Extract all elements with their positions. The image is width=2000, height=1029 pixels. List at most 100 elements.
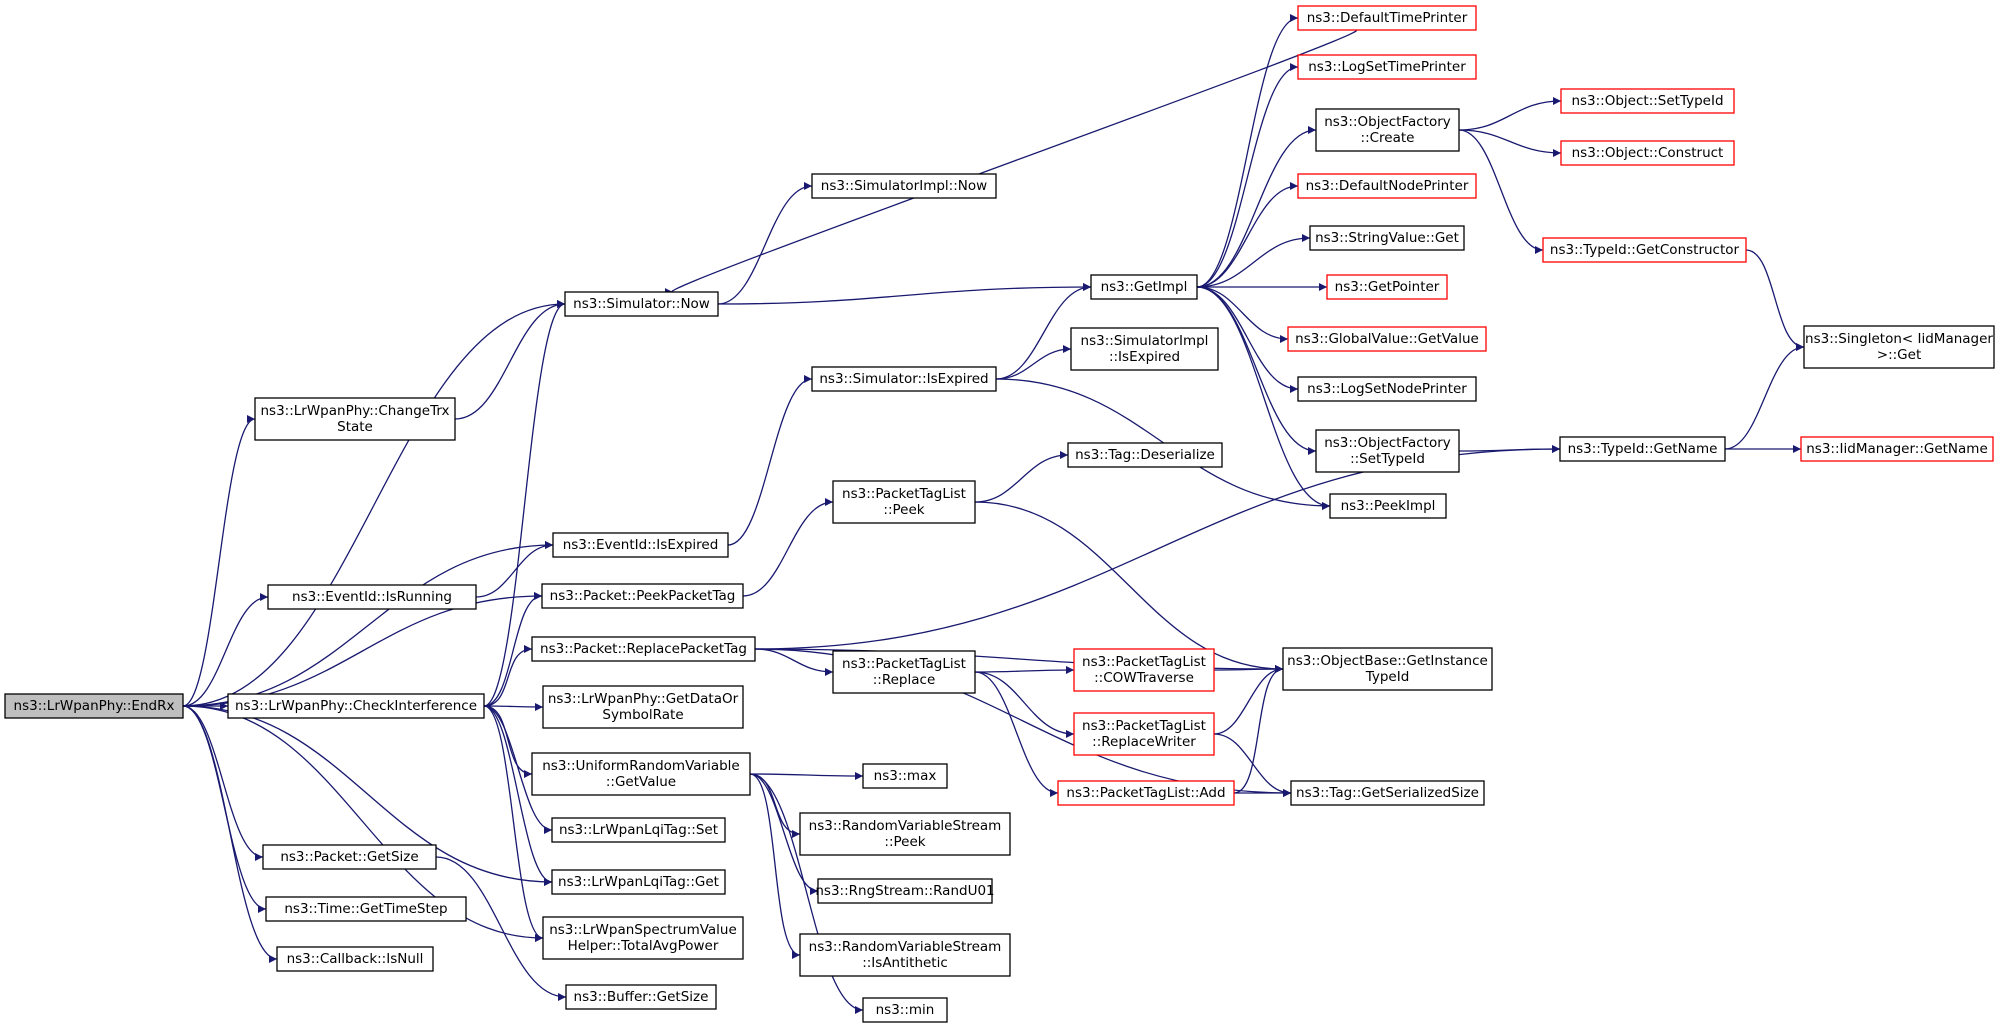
node-getconstructor[interactable]: ns3::TypeId::GetConstructor [1542, 237, 1747, 263]
node-label: ns3::LrWpanLqiTag::Set [559, 822, 718, 838]
node-label: ns3::LrWpanPhy::GetDataOr [548, 691, 739, 707]
edge-endrx-to-eventisrunning [182, 593, 269, 707]
node-label: ns3::DefaultTimePrinter [1307, 10, 1468, 26]
node-simisexpired[interactable]: ns3::Simulator::IsExpired [811, 366, 997, 392]
node-box [1287, 326, 1487, 352]
node-box [1329, 493, 1447, 519]
node-label: ns3::RngStream::RandU01 [815, 883, 994, 899]
node-eventisrunning[interactable]: ns3::EventId::IsRunning [267, 584, 477, 610]
node-lqiset[interactable]: ns3::LrWpanLqiTag::Set [551, 817, 726, 843]
node-randu01[interactable]: ns3::RngStream::RandU01 [815, 878, 995, 904]
node-simnow[interactable]: ns3::Simulator::Now [564, 291, 719, 317]
node-label: ns3::TypeId::GetName [1568, 441, 1718, 457]
node-label: ::Create [1361, 130, 1415, 146]
node-stringvalueget[interactable]: ns3::StringValue::Get [1309, 225, 1465, 251]
node-max[interactable]: ns3::max [862, 763, 948, 789]
node-endrx[interactable]: ns3::LrWpanPhy::EndRx [4, 693, 184, 719]
node-label: ns3::PacketTagList [842, 656, 966, 672]
node-label: ::Peek [883, 502, 924, 518]
node-label: ns3::Callback::IsNull [287, 951, 424, 967]
node-label: ns3::UniformRandomVariable [542, 758, 740, 774]
node-label: ns3::PeekImpl [1341, 498, 1436, 514]
node-ptlpeek[interactable]: ns3::PacketTagList::Peek [832, 480, 976, 524]
edge-uniformgetvalue-to-max [749, 771, 864, 780]
node-objconstruct[interactable]: ns3::Object::Construct [1560, 140, 1735, 166]
edge-uniformgetvalue-to-randu01 [749, 773, 819, 895]
node-peekimpl[interactable]: ns3::PeekImpl [1329, 493, 1447, 519]
node-taggetsize[interactable]: ns3::Tag::GetSerializedSize [1290, 780, 1485, 806]
node-box [564, 291, 719, 317]
node-box [1297, 376, 1477, 402]
node-simimplnow[interactable]: ns3::SimulatorImpl::Now [811, 173, 997, 199]
node-label: ns3::Object::SetTypeId [1571, 93, 1723, 109]
node-timestep[interactable]: ns3::Time::GetTimeStep [265, 896, 467, 922]
node-isantithetic[interactable]: ns3::RandomVariableStream::IsAntithetic [799, 933, 1011, 977]
node-checkinterf[interactable]: ns3::LrWpanPhy::CheckInterference [227, 693, 485, 719]
node-label: ns3::SimulatorImpl [1081, 333, 1209, 349]
node-totalavgpower[interactable]: ns3::LrWpanSpectrumValueHelper::TotalAvg… [542, 916, 744, 960]
edge-getimpl-to-logsettimeprinter [1196, 63, 1299, 288]
node-logsettimeprinter[interactable]: ns3::LogSetTimePrinter [1297, 54, 1477, 80]
node-box [832, 480, 976, 524]
node-box [1067, 442, 1223, 468]
node-label: ns3::EventId::IsExpired [563, 537, 719, 553]
node-globalvalue[interactable]: ns3::GlobalValue::GetValue [1287, 326, 1487, 352]
edge-getimpl-to-ofcreate [1196, 126, 1317, 288]
node-lqiget[interactable]: ns3::LrWpanLqiTag::Get [551, 869, 726, 895]
node-implisexpired[interactable]: ns3::SimulatorImpl::IsExpired [1070, 327, 1219, 371]
node-label: ns3::PacketTagList [1082, 654, 1206, 670]
node-replacepackettag[interactable]: ns3::Packet::ReplacePacketTag [531, 636, 756, 662]
node-buffergetsize[interactable]: ns3::Buffer::GetSize [565, 984, 717, 1010]
node-label: ns3::LrWpanLqiTag::Get [558, 874, 719, 890]
node-box [832, 650, 976, 694]
edge-uniformgetvalue-to-rvspeek [749, 773, 801, 838]
node-peekpackettag[interactable]: ns3::Packet::PeekPacketTag [541, 583, 744, 609]
edge-endrx-to-packetgetsize [182, 705, 264, 861]
node-label: ns3::LogSetNodePrinter [1307, 381, 1467, 397]
node-box [1297, 54, 1477, 80]
node-callbackisnull[interactable]: ns3::Callback::IsNull [276, 946, 434, 972]
edge-getimpl-to-stringvalueget [1196, 234, 1311, 288]
node-logsetnodeprinter[interactable]: ns3::LogSetNodePrinter [1297, 376, 1477, 402]
node-replacewriter[interactable]: ns3::PacketTagList::ReplaceWriter [1073, 712, 1215, 756]
node-ptlreplace[interactable]: ns3::PacketTagList::Replace [832, 650, 976, 694]
node-label: ns3::Simulator::Now [573, 296, 710, 312]
node-getpointer[interactable]: ns3::GetPointer [1326, 274, 1448, 300]
node-tagdeserialize[interactable]: ns3::Tag::Deserialize [1067, 442, 1223, 468]
node-box [227, 693, 485, 719]
node-typeidgetname[interactable]: ns3::TypeId::GetName [1559, 436, 1726, 462]
node-rvspeek[interactable]: ns3::RandomVariableStream::Peek [799, 812, 1011, 856]
edge-eventisrunning-to-eventisexpired [475, 541, 554, 598]
node-box [862, 997, 948, 1023]
edge-endrx-to-changetrx [182, 415, 256, 707]
node-box [1073, 648, 1215, 692]
edge-getimpl-to-deftimeprinter [1196, 14, 1299, 288]
node-label: ns3::SimulatorImpl::Now [821, 178, 987, 194]
node-packetgetsize[interactable]: ns3::Packet::GetSize [262, 844, 437, 870]
node-box [262, 844, 437, 870]
node-defnodeprinter[interactable]: ns3::DefaultNodePrinter [1297, 173, 1477, 199]
node-label: ns3::Packet::PeekPacketTag [550, 588, 736, 604]
edge-simisexpired-to-getimpl [995, 283, 1092, 380]
node-label: ns3::Simulator::IsExpired [819, 371, 988, 387]
node-box [254, 397, 456, 441]
node-eventisexpired[interactable]: ns3::EventId::IsExpired [552, 532, 729, 558]
edge-getimpl-to-globalvalue [1196, 286, 1289, 343]
node-ofsettypeid[interactable]: ns3::ObjectFactory::SetTypeId [1315, 429, 1460, 473]
node-box [1297, 5, 1477, 31]
node-uniformgetvalue[interactable]: ns3::UniformRandomVariable::GetValue [531, 752, 751, 796]
node-iidgetname[interactable]: ns3::IidManager::GetName [1800, 436, 1994, 462]
node-ofcreate[interactable]: ns3::ObjectFactory::Create [1315, 108, 1460, 152]
node-box [1290, 780, 1485, 806]
node-cowtraverse[interactable]: ns3::PacketTagList::COWTraverse [1073, 648, 1215, 692]
node-getimpl[interactable]: ns3::GetImpl [1090, 274, 1198, 300]
node-ptladd[interactable]: ns3::PacketTagList::Add [1057, 780, 1235, 806]
node-deftimeprinter[interactable]: ns3::DefaultTimePrinter [1297, 5, 1477, 31]
node-min[interactable]: ns3::min [862, 997, 948, 1023]
node-singleton[interactable]: ns3::Singleton< IidManager >::Get [1803, 325, 1995, 369]
node-objsettypeid[interactable]: ns3::Object::SetTypeId [1560, 88, 1735, 114]
